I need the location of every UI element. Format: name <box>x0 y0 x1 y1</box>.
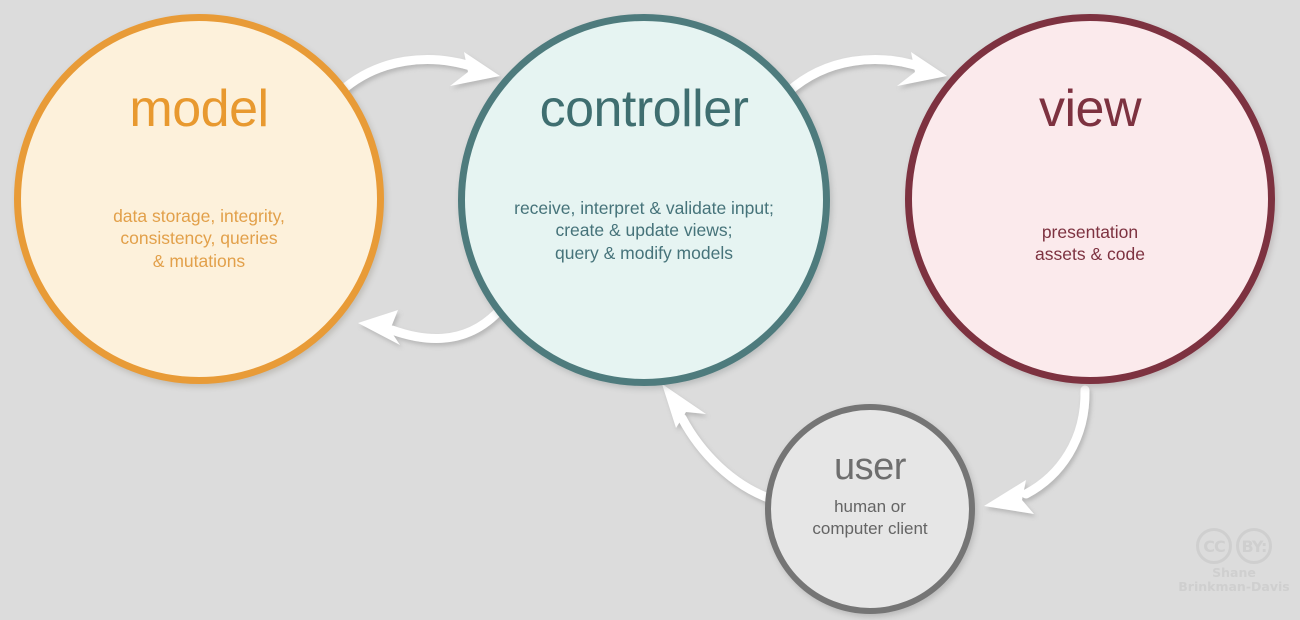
node-user-description: human or computer client <box>812 497 928 538</box>
node-controller-description: receive, interpret & validate input; cre… <box>514 198 774 263</box>
cc-marks: CC BY: <box>1178 528 1290 564</box>
arrow-view-to-user <box>984 385 1090 514</box>
arrow-user-to-controller <box>662 384 779 505</box>
node-model[interactable]: model data storage, integrity, consisten… <box>14 14 384 384</box>
node-user[interactable]: user human or computer client <box>765 404 975 614</box>
node-view-description: presentation assets & code <box>1035 222 1145 265</box>
node-model-description: data storage, integrity, consistency, qu… <box>113 206 285 271</box>
creative-commons-badge[interactable]: CC BY: Shane Brinkman-Davis <box>1178 528 1290 608</box>
node-controller-title: controller <box>539 80 749 138</box>
arrow-model-to-controller <box>335 52 500 97</box>
node-controller[interactable]: controller receive, interpret & validate… <box>458 14 830 386</box>
node-view[interactable]: view presentation assets & code <box>905 14 1275 384</box>
node-view-title: view <box>1038 80 1142 138</box>
author-attribution: Shane Brinkman-Davis <box>1178 565 1290 594</box>
arrow-controller-to-model <box>358 308 502 345</box>
attribution-by-icon: BY: <box>1236 528 1272 564</box>
node-model-title: model <box>129 80 269 138</box>
arrow-controller-to-view <box>783 52 947 97</box>
creative-commons-icon: CC <box>1196 528 1232 564</box>
node-user-title: user <box>834 446 906 488</box>
